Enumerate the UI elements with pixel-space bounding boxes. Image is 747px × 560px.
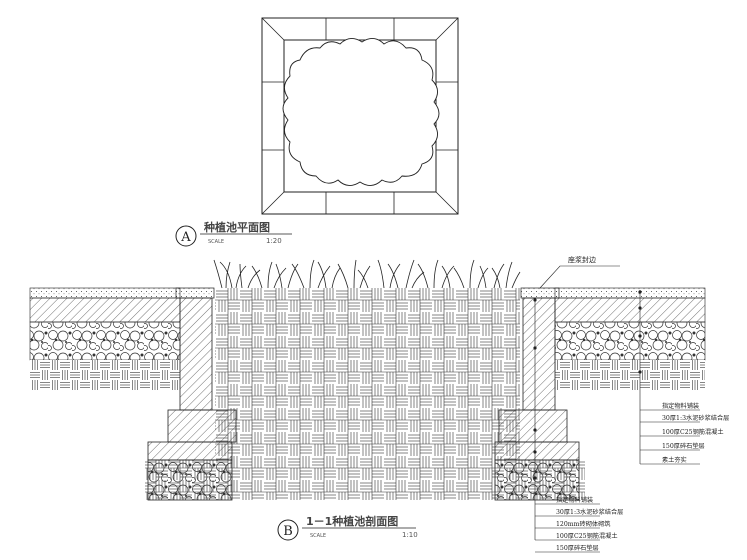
right-gravel-layer <box>554 321 706 361</box>
leader-dots <box>533 290 642 480</box>
section-scale-value: 1:10 <box>402 531 418 539</box>
right-wall-cap <box>520 287 560 299</box>
annotations: 座浆封边 指定物料铺装 30厚1:3水泥砂浆结合层 100厚C25钢筋混凝土 1… <box>556 255 729 552</box>
annotation-right-0: 指定物料铺装 <box>662 402 699 410</box>
plan-corner-lines <box>261 17 459 215</box>
right-concrete-base <box>494 441 580 461</box>
right-paving-layer <box>554 287 706 299</box>
grass-plants <box>213 259 521 289</box>
annotation-top: 座浆封边 <box>568 255 596 264</box>
plan-marker-letter: A <box>180 230 191 245</box>
leader-ticks <box>535 409 700 553</box>
left-concrete-base <box>147 441 233 461</box>
left-wall-cap <box>175 287 215 299</box>
section-marker-circle <box>277 519 299 541</box>
planting-soil <box>215 288 520 478</box>
left-brick-wall <box>179 297 213 411</box>
left-wall-footing <box>167 409 237 443</box>
plan-title: 种植池平面图 <box>203 220 270 234</box>
left-soil-layer <box>30 360 180 390</box>
plan-title-block: A 种植池平面图 SCALE 1:20 <box>175 220 292 247</box>
section-title-block: B 1－1种植池剖面图 SCALE 1:10 <box>277 514 418 541</box>
plan-marker-circle <box>175 225 197 247</box>
plan-scale-value: 1:20 <box>266 237 282 245</box>
right-concrete-layer <box>554 297 706 323</box>
plan-scale-label: SCALE <box>208 239 224 245</box>
annotation-bottom-4: 150厚碎石垫层 <box>556 544 599 552</box>
right-wall-footing <box>498 409 568 443</box>
section-marker-letter: B <box>283 524 293 539</box>
annotation-right-4: 素土夯实 <box>662 456 687 464</box>
right-brick-wall <box>522 297 556 411</box>
annotation-bottom-1: 30厚1:3水泥砂浆结合层 <box>556 508 623 516</box>
annotation-right-2: 100厚C25钢筋混凝土 <box>662 428 724 436</box>
left-concrete-layer <box>29 297 181 323</box>
section-title: 1－1种植池剖面图 <box>306 514 398 528</box>
left-paving-layer <box>29 287 181 299</box>
plant-canopy-outline <box>282 38 440 186</box>
right-soil-layer <box>555 360 705 390</box>
section-scale-label: SCALE <box>310 533 326 539</box>
section-view <box>29 259 706 553</box>
annotation-bottom-3: 100厚C25钢筋混凝土 <box>556 532 618 540</box>
plan-view <box>261 17 459 215</box>
annotation-bottom-2: 120mm砖砌体砌筑 <box>556 520 611 528</box>
leader-lines <box>534 265 641 540</box>
annotation-right-1: 30厚1:3水泥砂浆结合层 <box>662 414 729 422</box>
left-gravel-base <box>147 459 233 501</box>
left-gravel-layer <box>29 321 181 361</box>
annotation-right-3: 150厚碎石垫层 <box>662 442 705 450</box>
annotation-bottom-0: 指定物料铺装 <box>556 496 593 504</box>
right-gravel-base <box>494 459 580 501</box>
